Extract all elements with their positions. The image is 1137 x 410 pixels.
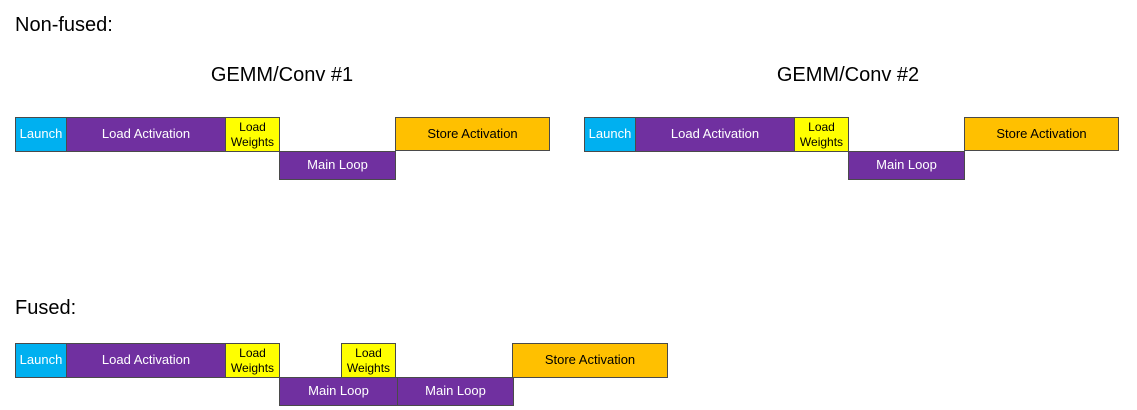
k2-store-activation-text: Store Activation [996,125,1087,141]
k2-load-activation-block: Load Activation [635,117,795,152]
fused-main-loop-block-2: Main Loop [397,377,514,406]
fused-main-loop-1-text: Main Loop [308,383,369,399]
k1-launch-text: Launch [19,126,63,142]
fused-load-weights-block-2: Load Weights [341,343,396,378]
k2-main-loop-block: Main Loop [848,151,965,180]
fused-launch-block: Launch [15,343,67,378]
k1-load-activation-block: Load Activation [66,117,226,152]
k2-main-loop-text: Main Loop [876,157,937,173]
kernel-2-title: GEMM/Conv #2 [776,64,920,86]
k2-launch-block: Launch [584,117,636,152]
fused-load-activation-block: Load Activation [66,343,226,378]
fused-store-activation-block: Store Activation [512,343,668,378]
non-fused-label: Non-fused: [15,14,113,36]
fused-load-weights-2-text-1: Load [355,346,382,361]
kernel-1-title: GEMM/Conv #1 [210,64,354,86]
k2-launch-text: Launch [588,126,632,142]
fused-label: Fused: [15,297,77,319]
fused-load-activation-text: Load Activation [101,352,191,368]
k2-load-weights-text-1: Load [808,120,835,135]
k2-load-activation-text: Load Activation [670,126,760,142]
k1-load-weights-text-2: Weights [230,134,275,149]
k1-load-weights-block: Load Weights [225,117,280,152]
k2-load-weights-text-2: Weights [799,134,844,149]
k2-load-weights-block: Load Weights [794,117,849,152]
fused-load-weights-1-text-2: Weights [230,360,275,375]
k1-store-activation-text: Store Activation [427,125,518,141]
k1-load-weights-text-1: Load [239,120,266,135]
fused-main-loop-2-text: Main Loop [425,383,486,399]
k2-store-activation-block: Store Activation [964,117,1119,151]
fused-launch-text: Launch [19,352,63,368]
fused-load-weights-1-text-1: Load [239,346,266,361]
k1-main-loop-block: Main Loop [279,151,396,180]
k1-main-loop-text: Main Loop [307,157,368,173]
fused-load-weights-block-1: Load Weights [225,343,280,378]
fused-main-loop-block-1: Main Loop [279,377,398,406]
fused-load-weights-2-text-2: Weights [346,360,391,375]
k1-launch-block: Launch [15,117,67,152]
fused-store-activation-text: Store Activation [544,352,636,368]
k1-store-activation-block: Store Activation [395,117,550,151]
k1-load-activation-text: Load Activation [101,126,191,142]
